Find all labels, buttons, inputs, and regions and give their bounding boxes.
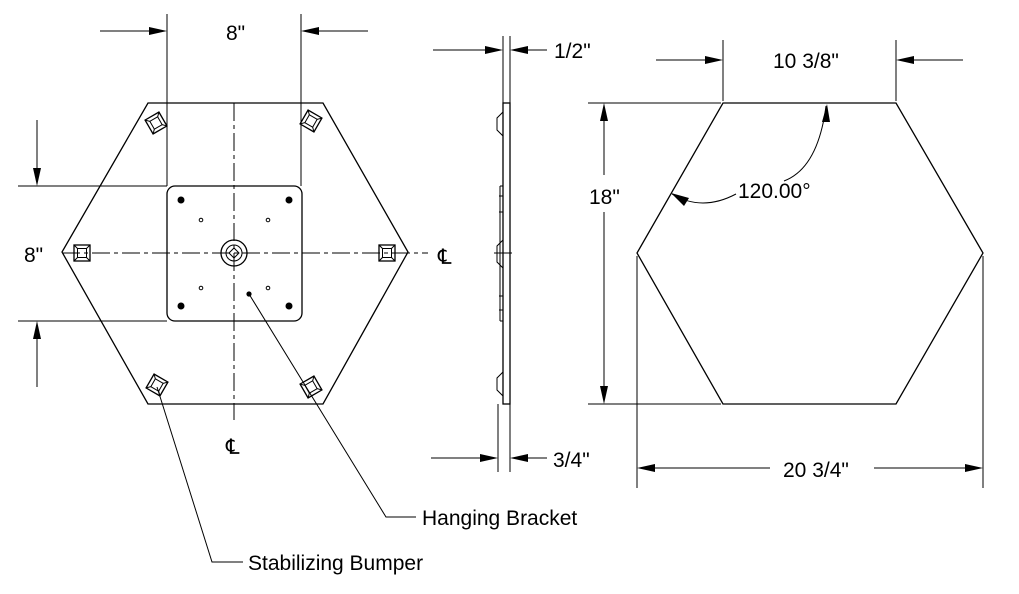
dimension-height: 18" [588,102,721,405]
dim-half-inch-label: 1/2" [554,40,591,63]
dimension-half-inch: 1/2" [433,36,591,103]
hanging-bracket [220,239,252,297]
dim-edge-label: 10 3/8" [773,50,839,73]
hexagon-outline-right [636,102,984,405]
dim-three-quarter-label: 3/4" [553,449,590,472]
centerline-symbol-bottom: ℄ [225,436,240,459]
dimension-edge: 10 3/8" [656,40,963,101]
hexagon-panel-outline [61,102,409,405]
front-view: 8" 8" ℄ ℄ [18,14,452,459]
dimension-left-8in: 8" [18,120,167,387]
stabilizing-bumpers [73,109,396,399]
dim-left-label: 8" [24,244,43,267]
side-view: 1/2" 3/4" [431,36,591,472]
dimension-angle: 120.00° [671,104,830,206]
stabilizing-bumper-label: Stabilizing Bumper [248,552,423,575]
centerline-symbol-right: ℄ [437,246,452,269]
dimension-three-quarter-inch: 3/4" [431,404,590,472]
dimension-top-8in: 8" [100,14,368,186]
callout-hanging-bracket: Hanging Bracket [248,293,577,530]
plate-holes [177,196,293,310]
dim-angle-label: 120.00° [738,180,811,203]
dim-top-label: 8" [226,22,245,45]
outline-view: 10 3/8" 18" 20 3/4" 12 [588,40,984,488]
hanging-bracket-label: Hanging Bracket [422,507,577,530]
callout-stabilizing-bumper: Stabilizing Bumper [156,386,423,575]
dim-height-label: 18" [589,186,620,209]
dimension-width: 20 3/4" [636,256,984,488]
dim-width-label: 20 3/4" [783,459,849,482]
